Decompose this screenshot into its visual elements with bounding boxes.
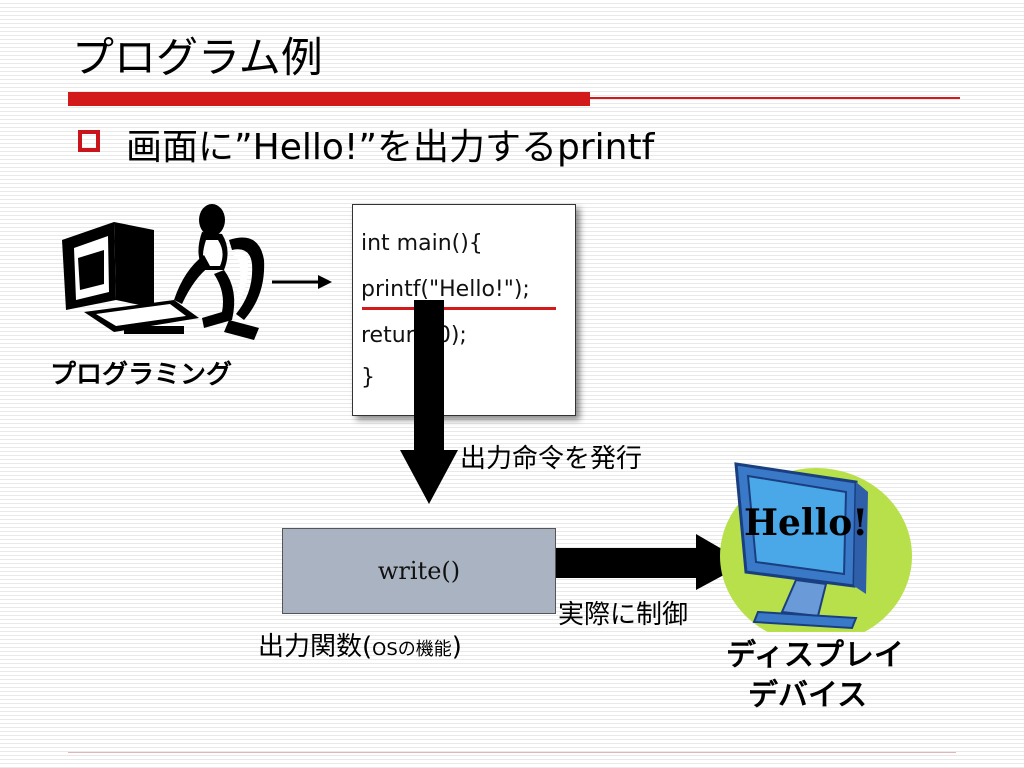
printf-underline [362, 307, 556, 310]
display-device-label-1: ディスプレイ [726, 638, 904, 673]
code-line: printf("Hello!"); [361, 277, 530, 302]
programming-label: プログラミング [50, 360, 233, 390]
monitor-icon [720, 462, 912, 632]
output-function-label: 出力関数(OSの機能) [258, 626, 462, 663]
code-box: int main(){ printf("Hello!"); return(0);… [352, 204, 576, 416]
bullet-square-icon [78, 130, 100, 152]
display-device-label-2: デバイス [748, 678, 868, 713]
os-function-text: OSの機能 [372, 639, 452, 660]
slide-title: プログラム例 [72, 33, 323, 82]
actual-control-label: 実際に制御 [558, 600, 689, 630]
output-command-label: 出力命令を発行 [460, 444, 643, 474]
arrow-right-small-icon [272, 275, 332, 289]
title-underline-thick [68, 92, 590, 106]
code-line: int main(){ [361, 231, 483, 256]
footer-divider [68, 752, 956, 753]
monitor-hello-text: Hello! [744, 502, 869, 544]
write-function-box: write() [282, 528, 556, 614]
code-line: return(0); [361, 323, 467, 348]
arrow-down-icon [400, 300, 458, 504]
output-function-text: 出力関数( [258, 632, 373, 662]
write-function-label: write() [377, 557, 461, 585]
bullet-text: 画面に”Hello!”を出力するprintf [126, 127, 655, 168]
title-underline-thin [590, 97, 960, 99]
close-paren-text: ) [451, 632, 462, 662]
person-at-computer-icon [62, 204, 265, 340]
code-line: } [361, 365, 375, 390]
